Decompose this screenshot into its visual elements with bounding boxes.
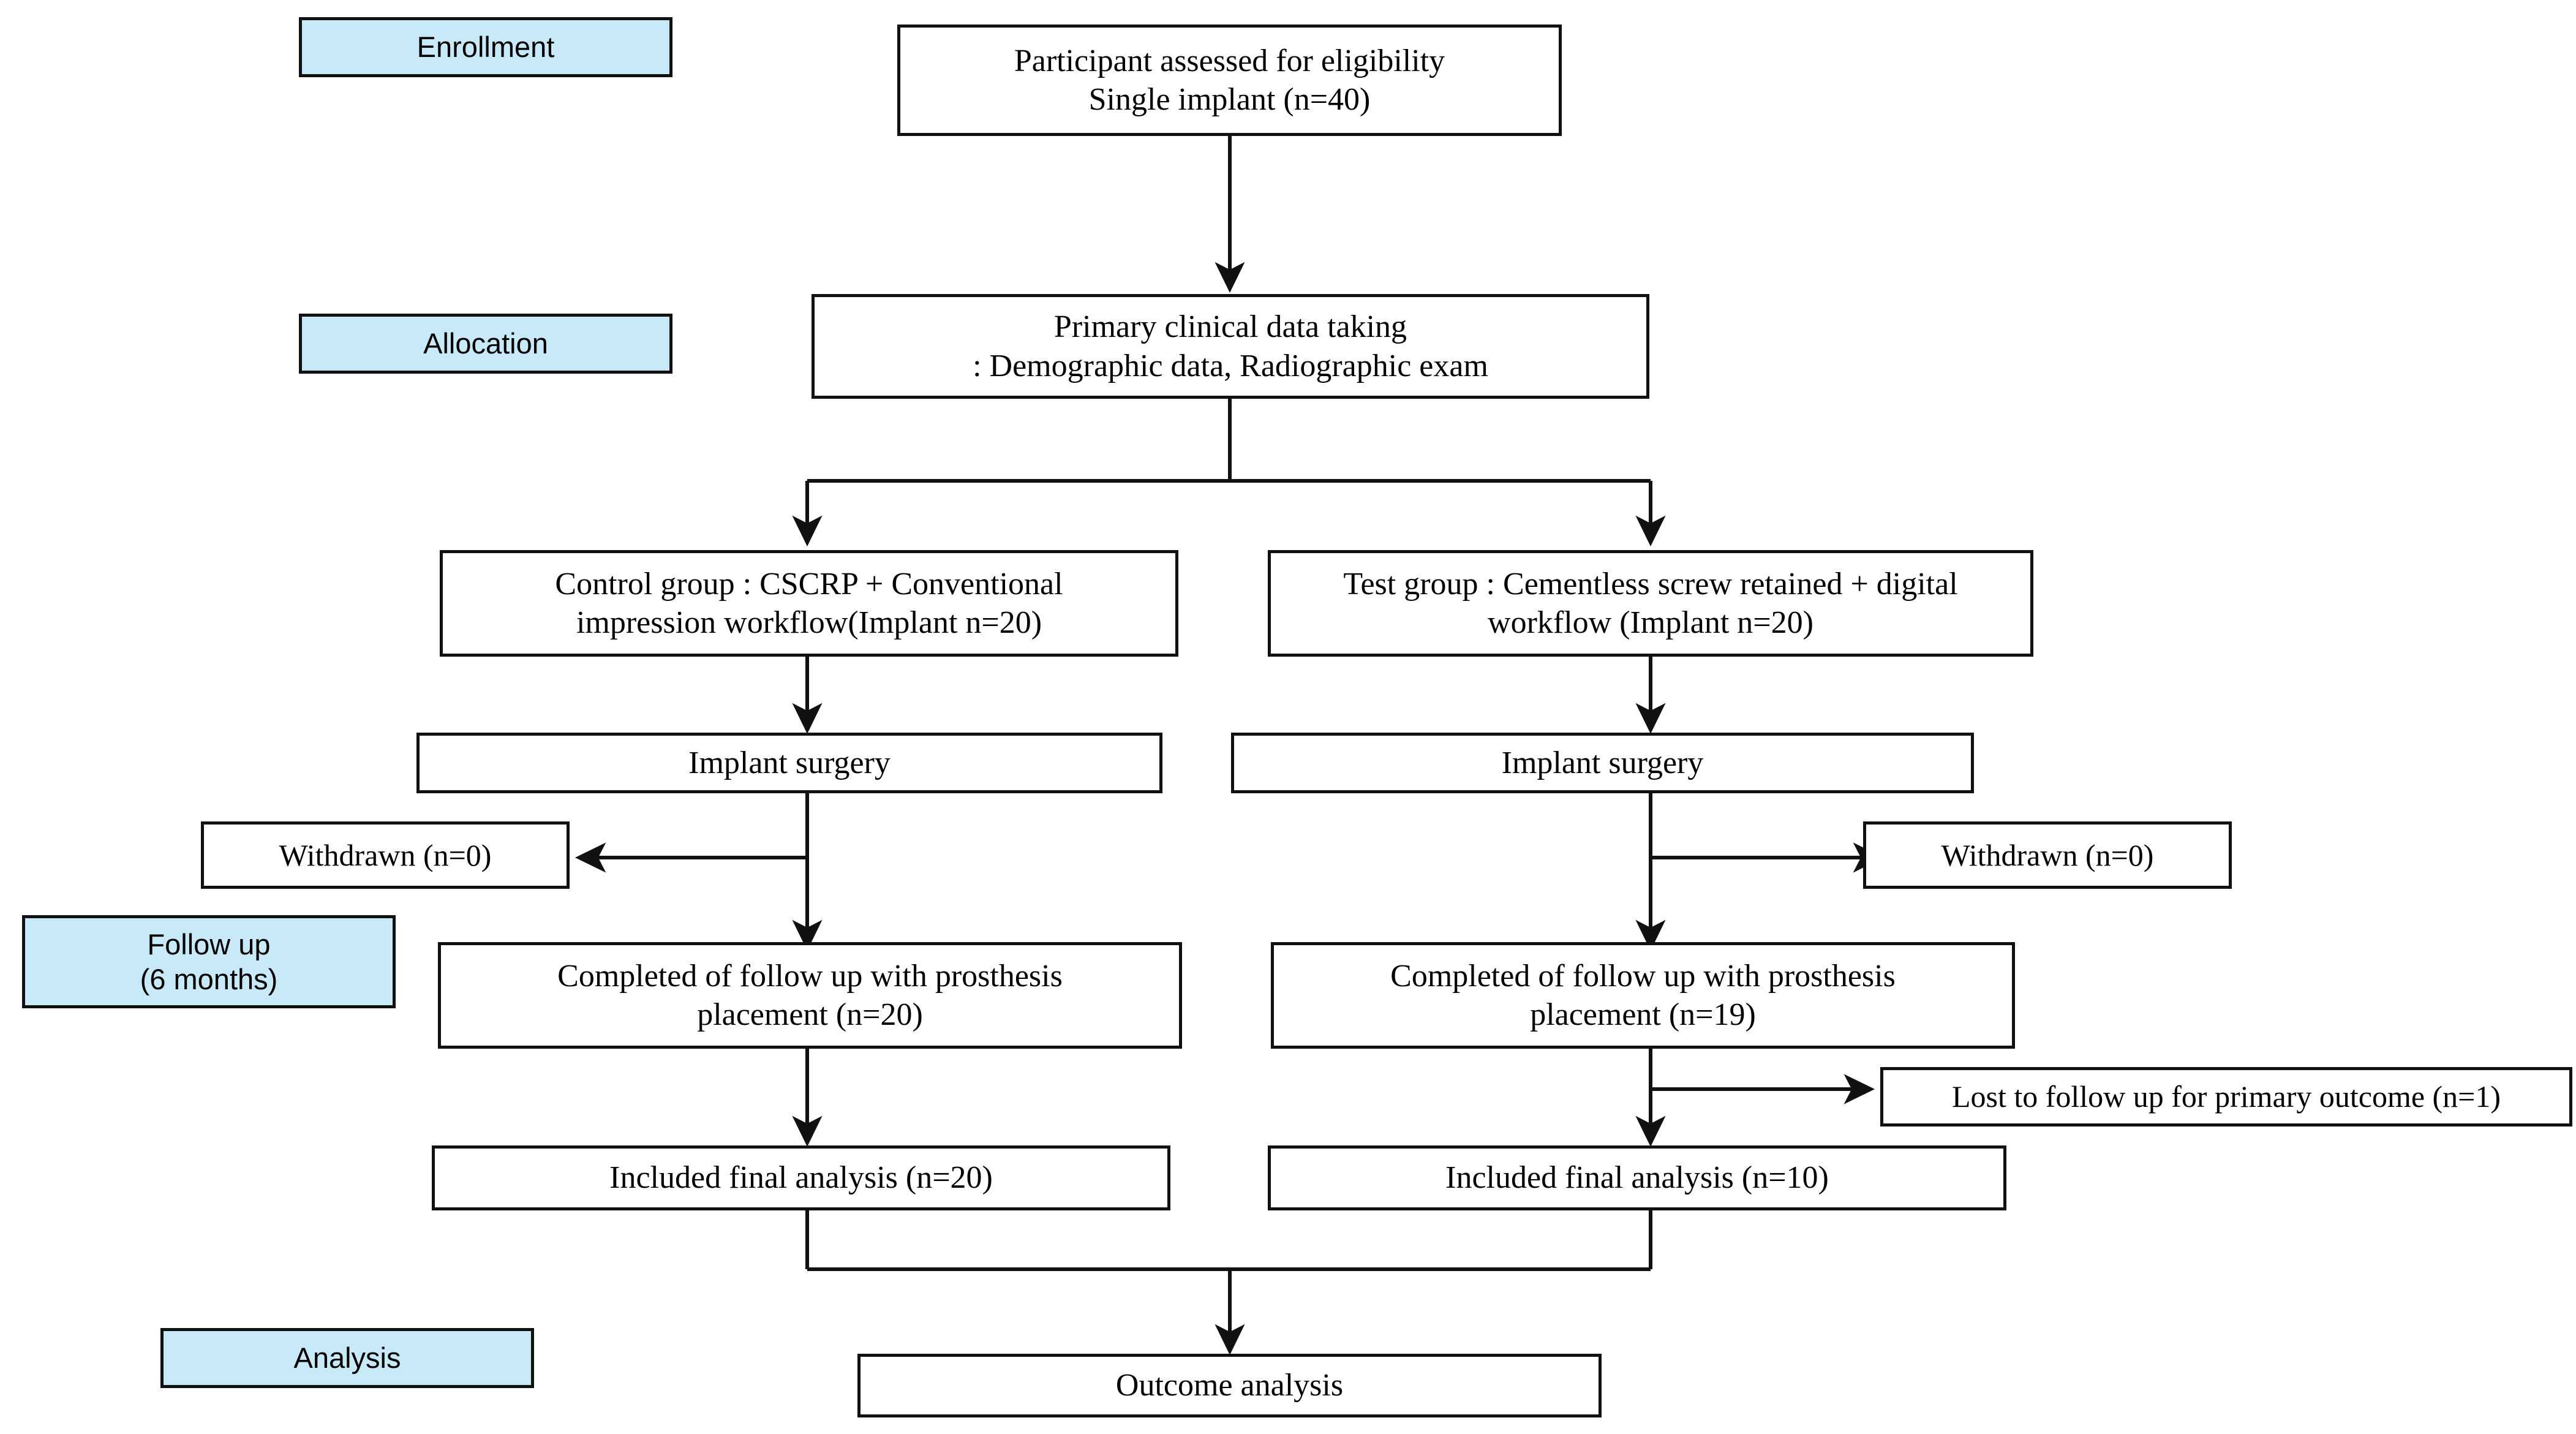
node-control-group: Control group : CSCRP + Conventional imp… <box>440 550 1178 657</box>
stage-label-enrollment-line-0: Enrollment <box>416 31 555 64</box>
node-control-group-line-0: Control group : CSCRP + Conventional <box>555 566 1063 602</box>
node-outcome-analysis-line-0: Outcome analysis <box>1115 1368 1344 1403</box>
node-eligibility: Participant assessed for eligibility Sin… <box>897 25 1562 136</box>
node-implant-surgery-test-line-0: Implant surgery <box>1501 745 1704 780</box>
stage-label-follow-up-line-0: Follow up <box>147 927 271 960</box>
node-completed-followup-control-line-1: placement (n=20) <box>697 997 923 1032</box>
node-test-group-line-1: workflow (Implant n=20) <box>1488 605 1813 640</box>
node-completed-followup-control-line-0: Completed of follow up with prosthesis <box>557 958 1063 994</box>
node-test-group: Test group : Cementless screw retained +… <box>1268 550 2033 657</box>
node-primary-clinical-data: Primary clinical data taking : Demograph… <box>812 294 1649 399</box>
node-completed-followup-control: Completed of follow up with prosthesis p… <box>438 942 1182 1049</box>
stage-label-allocation: Allocation <box>299 314 672 374</box>
node-control-group-line-1: impression workflow(Implant n=20) <box>576 605 1042 640</box>
node-eligibility-line-0: Participant assessed for eligibility <box>1014 43 1445 78</box>
node-completed-followup-test-line-1: placement (n=19) <box>1530 997 1756 1032</box>
stage-label-follow-up-line-1: (6 months) <box>140 963 278 995</box>
stage-label-enrollment: Enrollment <box>299 17 672 77</box>
stage-label-analysis: Analysis <box>160 1328 534 1388</box>
node-withdrawn-control-line-0: Withdrawn (n=0) <box>279 837 492 872</box>
node-final-analysis-control-line-0: Included final analysis (n=20) <box>609 1160 993 1196</box>
node-final-analysis-control: Included final analysis (n=20) <box>432 1145 1170 1210</box>
node-final-analysis-test: Included final analysis (n=10) <box>1268 1145 2006 1210</box>
stage-label-allocation-line-0: Allocation <box>423 327 548 360</box>
node-withdrawn-test: Withdrawn (n=0) <box>1863 821 2232 889</box>
node-completed-followup-test-line-0: Completed of follow up with prosthesis <box>1390 958 1896 994</box>
node-eligibility-line-1: Single implant (n=40) <box>1088 82 1371 117</box>
node-outcome-analysis: Outcome analysis <box>857 1354 1602 1417</box>
stage-label-follow-up: Follow up (6 months) <box>22 915 396 1008</box>
node-lost-to-followup-line-0: Lost to follow up for primary outcome (n… <box>1951 1079 2501 1114</box>
node-implant-surgery-control: Implant surgery <box>416 733 1162 793</box>
node-primary-clinical-data-line-1: : Demographic data, Radiographic exam <box>973 348 1488 383</box>
node-withdrawn-control: Withdrawn (n=0) <box>201 821 570 889</box>
node-test-group-line-0: Test group : Cementless screw retained +… <box>1343 566 1958 602</box>
node-implant-surgery-test: Implant surgery <box>1231 733 1974 793</box>
node-final-analysis-test-line-0: Included final analysis (n=10) <box>1445 1160 1829 1196</box>
stage-label-analysis-line-0: Analysis <box>293 1342 401 1375</box>
node-lost-to-followup: Lost to follow up for primary outcome (n… <box>1880 1067 2572 1126</box>
node-withdrawn-test-line-0: Withdrawn (n=0) <box>1941 837 2154 872</box>
node-implant-surgery-control-line-0: Implant surgery <box>688 745 891 780</box>
node-completed-followup-test: Completed of follow up with prosthesis p… <box>1271 942 2015 1049</box>
node-primary-clinical-data-line-0: Primary clinical data taking <box>1053 309 1407 345</box>
